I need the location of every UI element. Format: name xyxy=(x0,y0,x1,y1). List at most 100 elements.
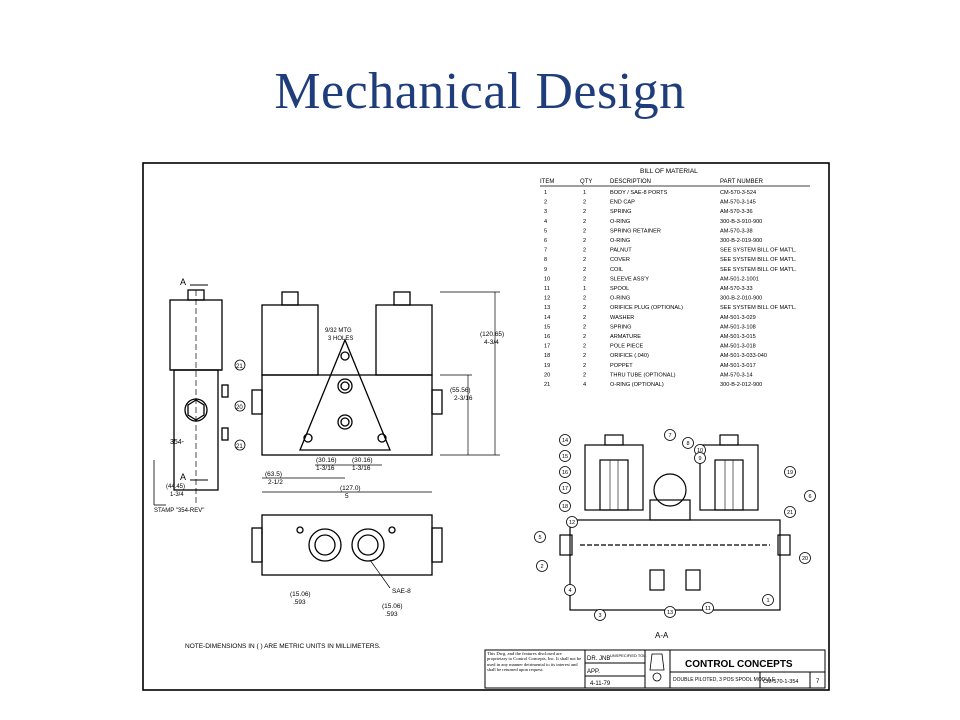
bom-cell: 1 xyxy=(583,286,586,292)
callout-number: 11 xyxy=(705,606,711,612)
bom-cell: 2 xyxy=(583,228,586,234)
bom-cell: SPRING RETAINER xyxy=(610,228,661,234)
bom-cell: AM-570-3-145 xyxy=(720,200,756,206)
callout-bubble xyxy=(784,466,796,478)
bom-cell: O-RING xyxy=(610,219,630,225)
bom-cell: 21 xyxy=(544,382,550,388)
bom-cell: 2 xyxy=(583,296,586,302)
callout-bubble xyxy=(664,429,676,441)
bom-cell: AM-570-3-14 xyxy=(720,372,753,378)
code-354-label: 354- xyxy=(170,439,185,446)
bom-cell: 2 xyxy=(544,200,547,206)
dim-w1-in: 1-3/16 xyxy=(316,465,335,472)
callout-bubble xyxy=(804,490,816,502)
bom-col-desc: DESCRIPTION xyxy=(610,179,651,185)
bom-cell: SEE SYSTEM BILL OF MAT'L. xyxy=(720,257,797,263)
bom-cell: AM-501-3-108 xyxy=(720,324,756,330)
bom-cell: SPOOL xyxy=(610,286,629,292)
bom-cell: 8 xyxy=(544,257,547,263)
bom-cell: WASHER xyxy=(610,315,634,321)
bom-cell: 20 xyxy=(544,372,550,378)
bom-cell: 2 xyxy=(583,324,586,330)
bom-cell: SEE SYSTEM BILL OF MAT'L. xyxy=(720,267,797,273)
bom-cell: AM-501-3-017 xyxy=(720,363,756,369)
bom-cell: SPRING xyxy=(610,324,631,330)
bom-cell: SLEEVE ASS'Y xyxy=(610,276,649,282)
bom-cell: 2 xyxy=(583,372,586,378)
dim-height-in: 4-3/4 xyxy=(484,339,499,346)
bom-cell: ARMATURE xyxy=(610,334,641,340)
bom-cell: 300-B-2-012-900 xyxy=(720,382,762,388)
dim-b1-mm: (15.06) xyxy=(290,591,311,598)
section-view xyxy=(559,434,791,611)
bill-of-material: BILL OF MATERIAL ITEM QTY DESCRIPTION PA… xyxy=(540,168,810,388)
dim-63-in: 2-1/2 xyxy=(268,479,283,486)
callout-bubble xyxy=(566,516,578,528)
dim-mid-in: 2-3/16 xyxy=(454,395,473,402)
bom-cell: 2 xyxy=(583,353,586,359)
bom-cell: COIL xyxy=(610,267,623,273)
section-a-label-top: A xyxy=(180,277,186,287)
bom-cell: ORIFICE (.040) xyxy=(610,353,649,359)
bom-cell: AM-501-3-015 xyxy=(720,334,756,340)
bom-cell: SPRING xyxy=(610,209,631,215)
bom-cell: ORIFICE PLUG (OPTIONAL) xyxy=(610,305,683,311)
engineering-drawing: A A 354- 21 20 21 (44.45) 1-3/4 STAMP "3… xyxy=(142,162,830,691)
bom-cell: 17 xyxy=(544,344,550,350)
bom-heading: BILL OF MATERIAL xyxy=(640,168,698,175)
bom-cell: 7 xyxy=(544,248,547,254)
bom-cell: 19 xyxy=(544,363,550,369)
bom-cell: 2 xyxy=(583,267,586,273)
dim-height-mm: (120.65) xyxy=(480,331,504,338)
bom-cell: O-RING xyxy=(610,296,630,302)
bom-cell: 2 xyxy=(583,344,586,350)
bom-cell: AM-570-3-38 xyxy=(720,228,753,234)
dim-w2-in: 1-3/16 xyxy=(352,465,371,472)
bom-cell: PALNUT xyxy=(610,248,632,254)
callout-number: 10 xyxy=(697,448,703,454)
callout-bubble xyxy=(682,437,694,449)
bom-cell: AM-570-3-36 xyxy=(720,209,753,215)
dim-b2-mm: (15.06) xyxy=(382,603,403,610)
callout-bubble xyxy=(799,552,811,564)
bom-cell: 15 xyxy=(544,324,550,330)
drawing-date: 4-11-79 xyxy=(590,681,611,687)
callout-number: 16 xyxy=(562,470,568,476)
bom-cell: 2 xyxy=(583,257,586,263)
dim-b1-in: .593 xyxy=(293,599,306,606)
sae8-label: SAE-8 xyxy=(392,588,411,595)
bom-cell: O-RING xyxy=(610,238,630,244)
bom-cell: O-RING (OPTIONAL) xyxy=(610,382,664,388)
callout-21-a: 21 xyxy=(236,364,243,370)
callout-number: 9 xyxy=(698,456,701,462)
tolerance-label: UNSPECIFIED TOL. xyxy=(610,653,647,658)
bom-cell: POPPET xyxy=(610,363,633,369)
callout-bubble xyxy=(559,482,571,494)
bom-cell: BODY / SAE-8 PORTS xyxy=(610,190,668,196)
callout-number: 5 xyxy=(538,535,541,541)
drawing-title: DOUBLE PILOTED, 3 POS SPOOL MODULE xyxy=(673,677,776,683)
callout-number: 18 xyxy=(562,504,568,510)
callout-bubble xyxy=(534,531,546,543)
bom-cell: END CAP xyxy=(610,200,635,206)
bom-cell: 4 xyxy=(544,219,547,225)
slide-title: Mechanical Design xyxy=(274,63,686,120)
side-view xyxy=(169,289,229,505)
bom-col-item: ITEM xyxy=(540,179,554,185)
callout-bubble xyxy=(594,609,606,621)
bom-cell: 2 xyxy=(583,276,586,282)
bom-cell: 2 xyxy=(583,334,586,340)
sheet-number: 7 xyxy=(816,679,820,685)
metric-note: NOTE-DIMENSIONS IN ( ) ARE METRIC UNITS … xyxy=(185,643,381,650)
callout-bubble xyxy=(564,584,576,596)
dim-w1-mm: (30.16) xyxy=(316,457,337,464)
company-logo xyxy=(649,653,665,682)
part-number: CM-570-1-354 xyxy=(763,679,798,685)
callout-bubble xyxy=(784,506,796,518)
bom-cell: 2 xyxy=(583,238,586,244)
dim-127-in: 5 xyxy=(345,493,349,500)
bom-cell: POLE PIECE xyxy=(610,344,644,350)
bom-cell: 11 xyxy=(544,286,550,292)
side-callouts xyxy=(234,359,246,451)
bom-cell: 12 xyxy=(544,296,550,302)
